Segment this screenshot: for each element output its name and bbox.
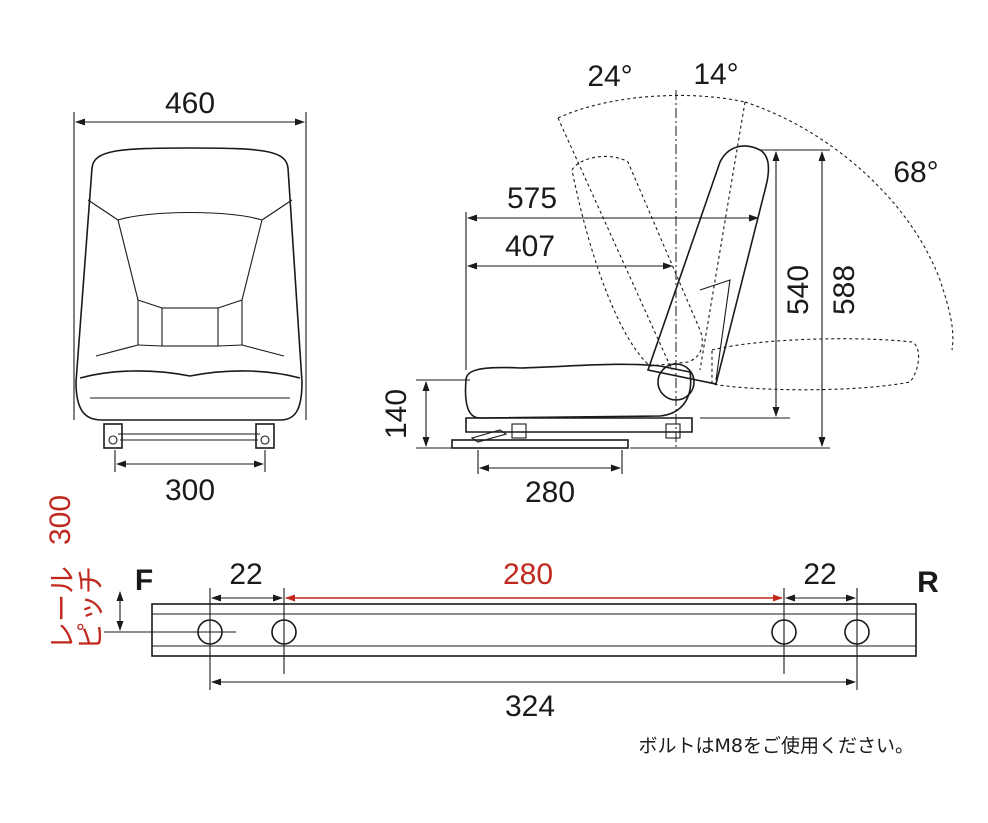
- height-back-label: 540: [782, 265, 815, 315]
- front-width-label: 460: [165, 87, 215, 120]
- rail-pitch-value: 300: [44, 495, 77, 545]
- seat-height-label: 140: [380, 389, 413, 439]
- rail-front-letter: F: [135, 564, 153, 597]
- backrest-lumbar: [699, 279, 731, 381]
- rail-view: F R 300 レール ピッチ 22 280 22 324 ボルトはM8を: [44, 495, 939, 757]
- rail-center-distance-label: 280: [503, 558, 553, 591]
- rail-pitch-text-line1: レール: [46, 566, 79, 650]
- height-overall-label: 588: [828, 265, 861, 315]
- seat-base-frame: [465, 417, 693, 433]
- depth-seat-label: 407: [505, 230, 555, 263]
- front-lumbar-window: [161, 307, 219, 347]
- front-seat-back-panel-top: [117, 211, 263, 221]
- front-base-bar: [118, 433, 260, 441]
- front-view: 460 300: [73, 87, 307, 507]
- recline-hinge: [657, 363, 695, 401]
- front-lumbar-frame: [137, 299, 243, 347]
- depth-overall-label: 575: [507, 182, 557, 215]
- side-view: 24° 14° 68° 575 407: [380, 58, 954, 509]
- rail-body: [151, 603, 917, 657]
- bolt-note: ボルトはM8をご使用ください。: [639, 735, 914, 757]
- angle-back-label: 14°: [693, 58, 738, 91]
- angle-recline-label: 68°: [893, 156, 938, 189]
- rail-offset-rear-label: 22: [803, 558, 836, 591]
- front-rail-bolt-left: [108, 435, 118, 445]
- base-label: 280: [525, 476, 575, 509]
- rail-pitch-text-line2: ピッチ: [74, 566, 107, 650]
- seat-slide-rail: [451, 439, 629, 449]
- front-seat-back-panel-right: [241, 199, 293, 357]
- angle-forward-label: 24°: [587, 60, 632, 93]
- rail-offset-front-label: 22: [229, 558, 262, 591]
- recline-arc-top: [557, 94, 746, 119]
- front-seat-back-outline: [75, 147, 303, 421]
- front-cushion-top-line: [79, 370, 301, 379]
- backrest-reclined-ghost: [711, 338, 920, 391]
- slide-lever: [470, 429, 508, 443]
- front-seat-back-panel-left: [87, 199, 139, 357]
- recline-ray-forward: [557, 117, 673, 371]
- backrest-upright: [646, 145, 770, 385]
- rail-mount-front: [511, 423, 527, 439]
- rail-rear-letter: R: [917, 566, 939, 599]
- front-rail-bolt-right: [260, 435, 270, 445]
- front-rail-right: [255, 423, 275, 449]
- rail-mount-rear: [665, 423, 681, 439]
- front-rail-left: [103, 423, 123, 449]
- rail-total-label: 324: [505, 690, 555, 723]
- backrest-forward-ghost: [571, 155, 703, 367]
- front-pitch-label: 300: [165, 474, 215, 507]
